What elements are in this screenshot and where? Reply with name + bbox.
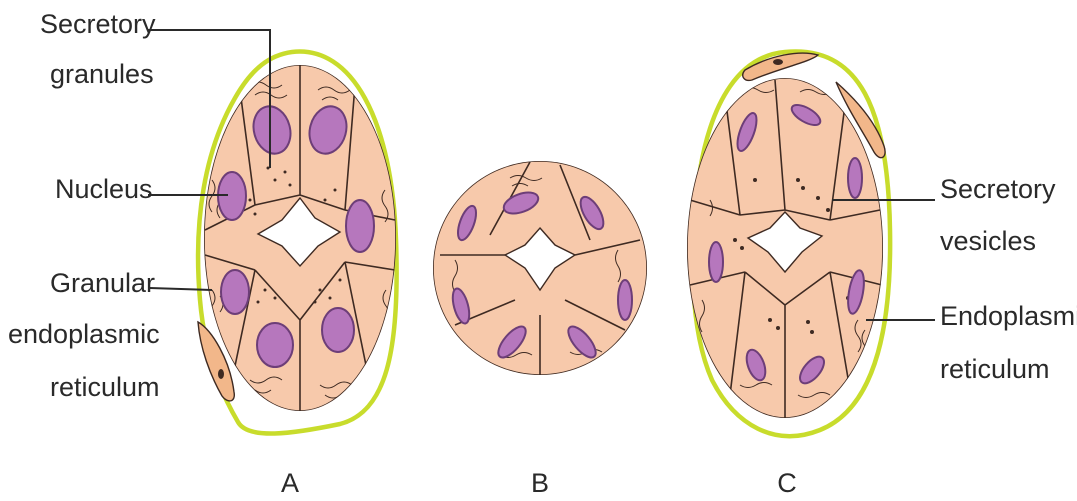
svg-text:Granular: Granular xyxy=(50,268,155,298)
panel-label-b: B xyxy=(531,468,549,498)
panel-label-c: C xyxy=(777,468,797,498)
svg-text:endoplasmic: endoplasmic xyxy=(8,319,160,349)
acinus-a xyxy=(198,52,397,434)
svg-text:reticulum: reticulum xyxy=(940,354,1050,384)
fibroblast-c-top xyxy=(743,53,818,80)
label-granular-er: Granular endoplasmic reticulum xyxy=(8,268,212,402)
svg-text:Secretory: Secretory xyxy=(940,174,1056,204)
label-endoplasmic-reticulum: Endoplasmic reticulum xyxy=(866,301,1077,384)
svg-text:vesicles: vesicles xyxy=(940,226,1036,256)
svg-text:reticulum: reticulum xyxy=(50,372,160,402)
svg-text:Endoplasmic: Endoplasmic xyxy=(940,301,1077,331)
svg-text:Nucleus: Nucleus xyxy=(55,174,153,204)
svg-text:Secretory: Secretory xyxy=(40,9,156,39)
svg-text:granules: granules xyxy=(50,59,154,89)
panel-label-a: A xyxy=(281,468,299,498)
acinus-c xyxy=(687,51,890,436)
acinus-b xyxy=(433,161,647,375)
